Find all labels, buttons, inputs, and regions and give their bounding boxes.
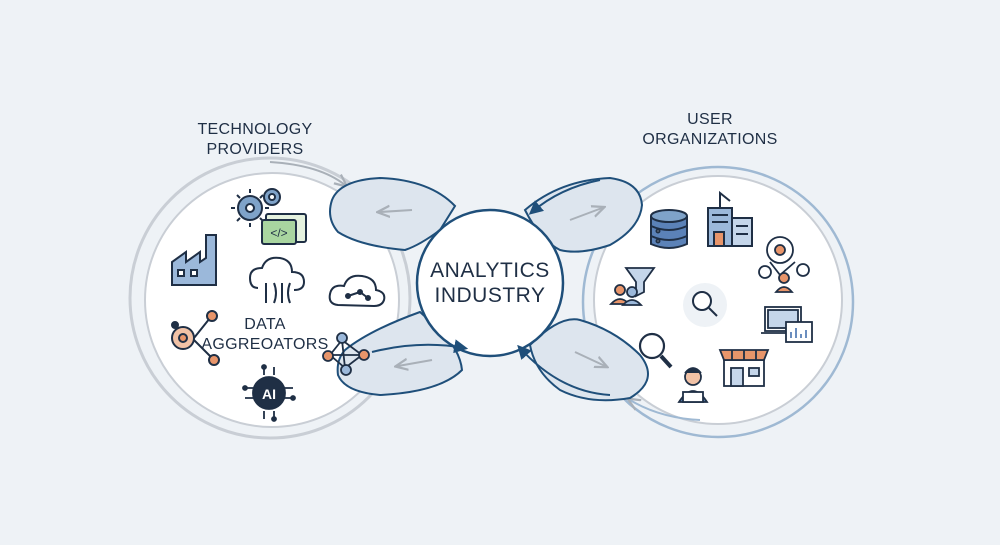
right-ring-arrow <box>630 400 701 421</box>
left-bottom-flow <box>336 310 464 397</box>
analytics-industry-circle <box>415 208 565 358</box>
data-aggregators-label: DATA AGGREOATORS <box>200 315 330 355</box>
user-organizations-title: USER ORGANIZATIONS <box>630 110 790 150</box>
data-cloud-icon <box>248 256 306 304</box>
office-building-icon <box>707 190 753 247</box>
right-bottom-out-arrow <box>574 351 605 366</box>
analytics-laptop-icon <box>761 306 813 343</box>
magnifier-icon <box>683 283 727 327</box>
left-bottom-return-arrow <box>398 360 433 366</box>
database-icon <box>650 209 688 249</box>
left-ring-arrow <box>269 161 345 185</box>
code-icon-text: </> <box>270 226 287 240</box>
left-top-return-arrow <box>380 210 413 212</box>
left-to-center-bottom-arrow <box>371 339 469 354</box>
right-to-center-top-arrow <box>528 179 601 215</box>
data-aggregators-line2: AGGREOATORS <box>201 336 329 353</box>
filter-users-icon <box>608 267 656 306</box>
user-organizations-line1: USER <box>687 111 733 128</box>
ai-chip-text: AI <box>262 386 276 402</box>
settings-team-icon <box>758 236 810 293</box>
analytics-industry-label: ANALYTICS INDUSTRY <box>415 258 565 308</box>
user-laptop-icon <box>677 367 709 403</box>
technology-providers-title: TECHNOLOGY PROVIDERS <box>190 120 320 160</box>
right-outer-ring <box>581 165 855 439</box>
left-top-flow <box>329 176 457 252</box>
code-window-icon: </> <box>261 213 307 245</box>
network-hub-icon <box>171 310 220 366</box>
user-organizations-line2: ORGANIZATIONS <box>642 131 778 148</box>
analytics-industry-line2: INDUSTRY <box>434 284 546 307</box>
left-outer-ring <box>128 156 412 440</box>
factory-icon <box>171 234 217 286</box>
ai-chip-icon: AI <box>242 364 296 422</box>
analytics-industry-line1: ANALYTICS <box>430 259 550 282</box>
storefront-icon <box>718 349 770 387</box>
graph-network-icon <box>322 332 370 376</box>
technology-providers-line1: TECHNOLOGY <box>197 121 313 138</box>
search-icon <box>638 332 673 369</box>
data-aggregators-line1: DATA <box>244 316 286 333</box>
technology-providers-line2: PROVIDERS <box>206 141 304 158</box>
right-to-center-bottom-arrow <box>517 344 611 396</box>
gears-icon <box>231 188 281 227</box>
right-top-out-arrow <box>569 208 602 221</box>
cloud-network-icon <box>328 274 386 308</box>
